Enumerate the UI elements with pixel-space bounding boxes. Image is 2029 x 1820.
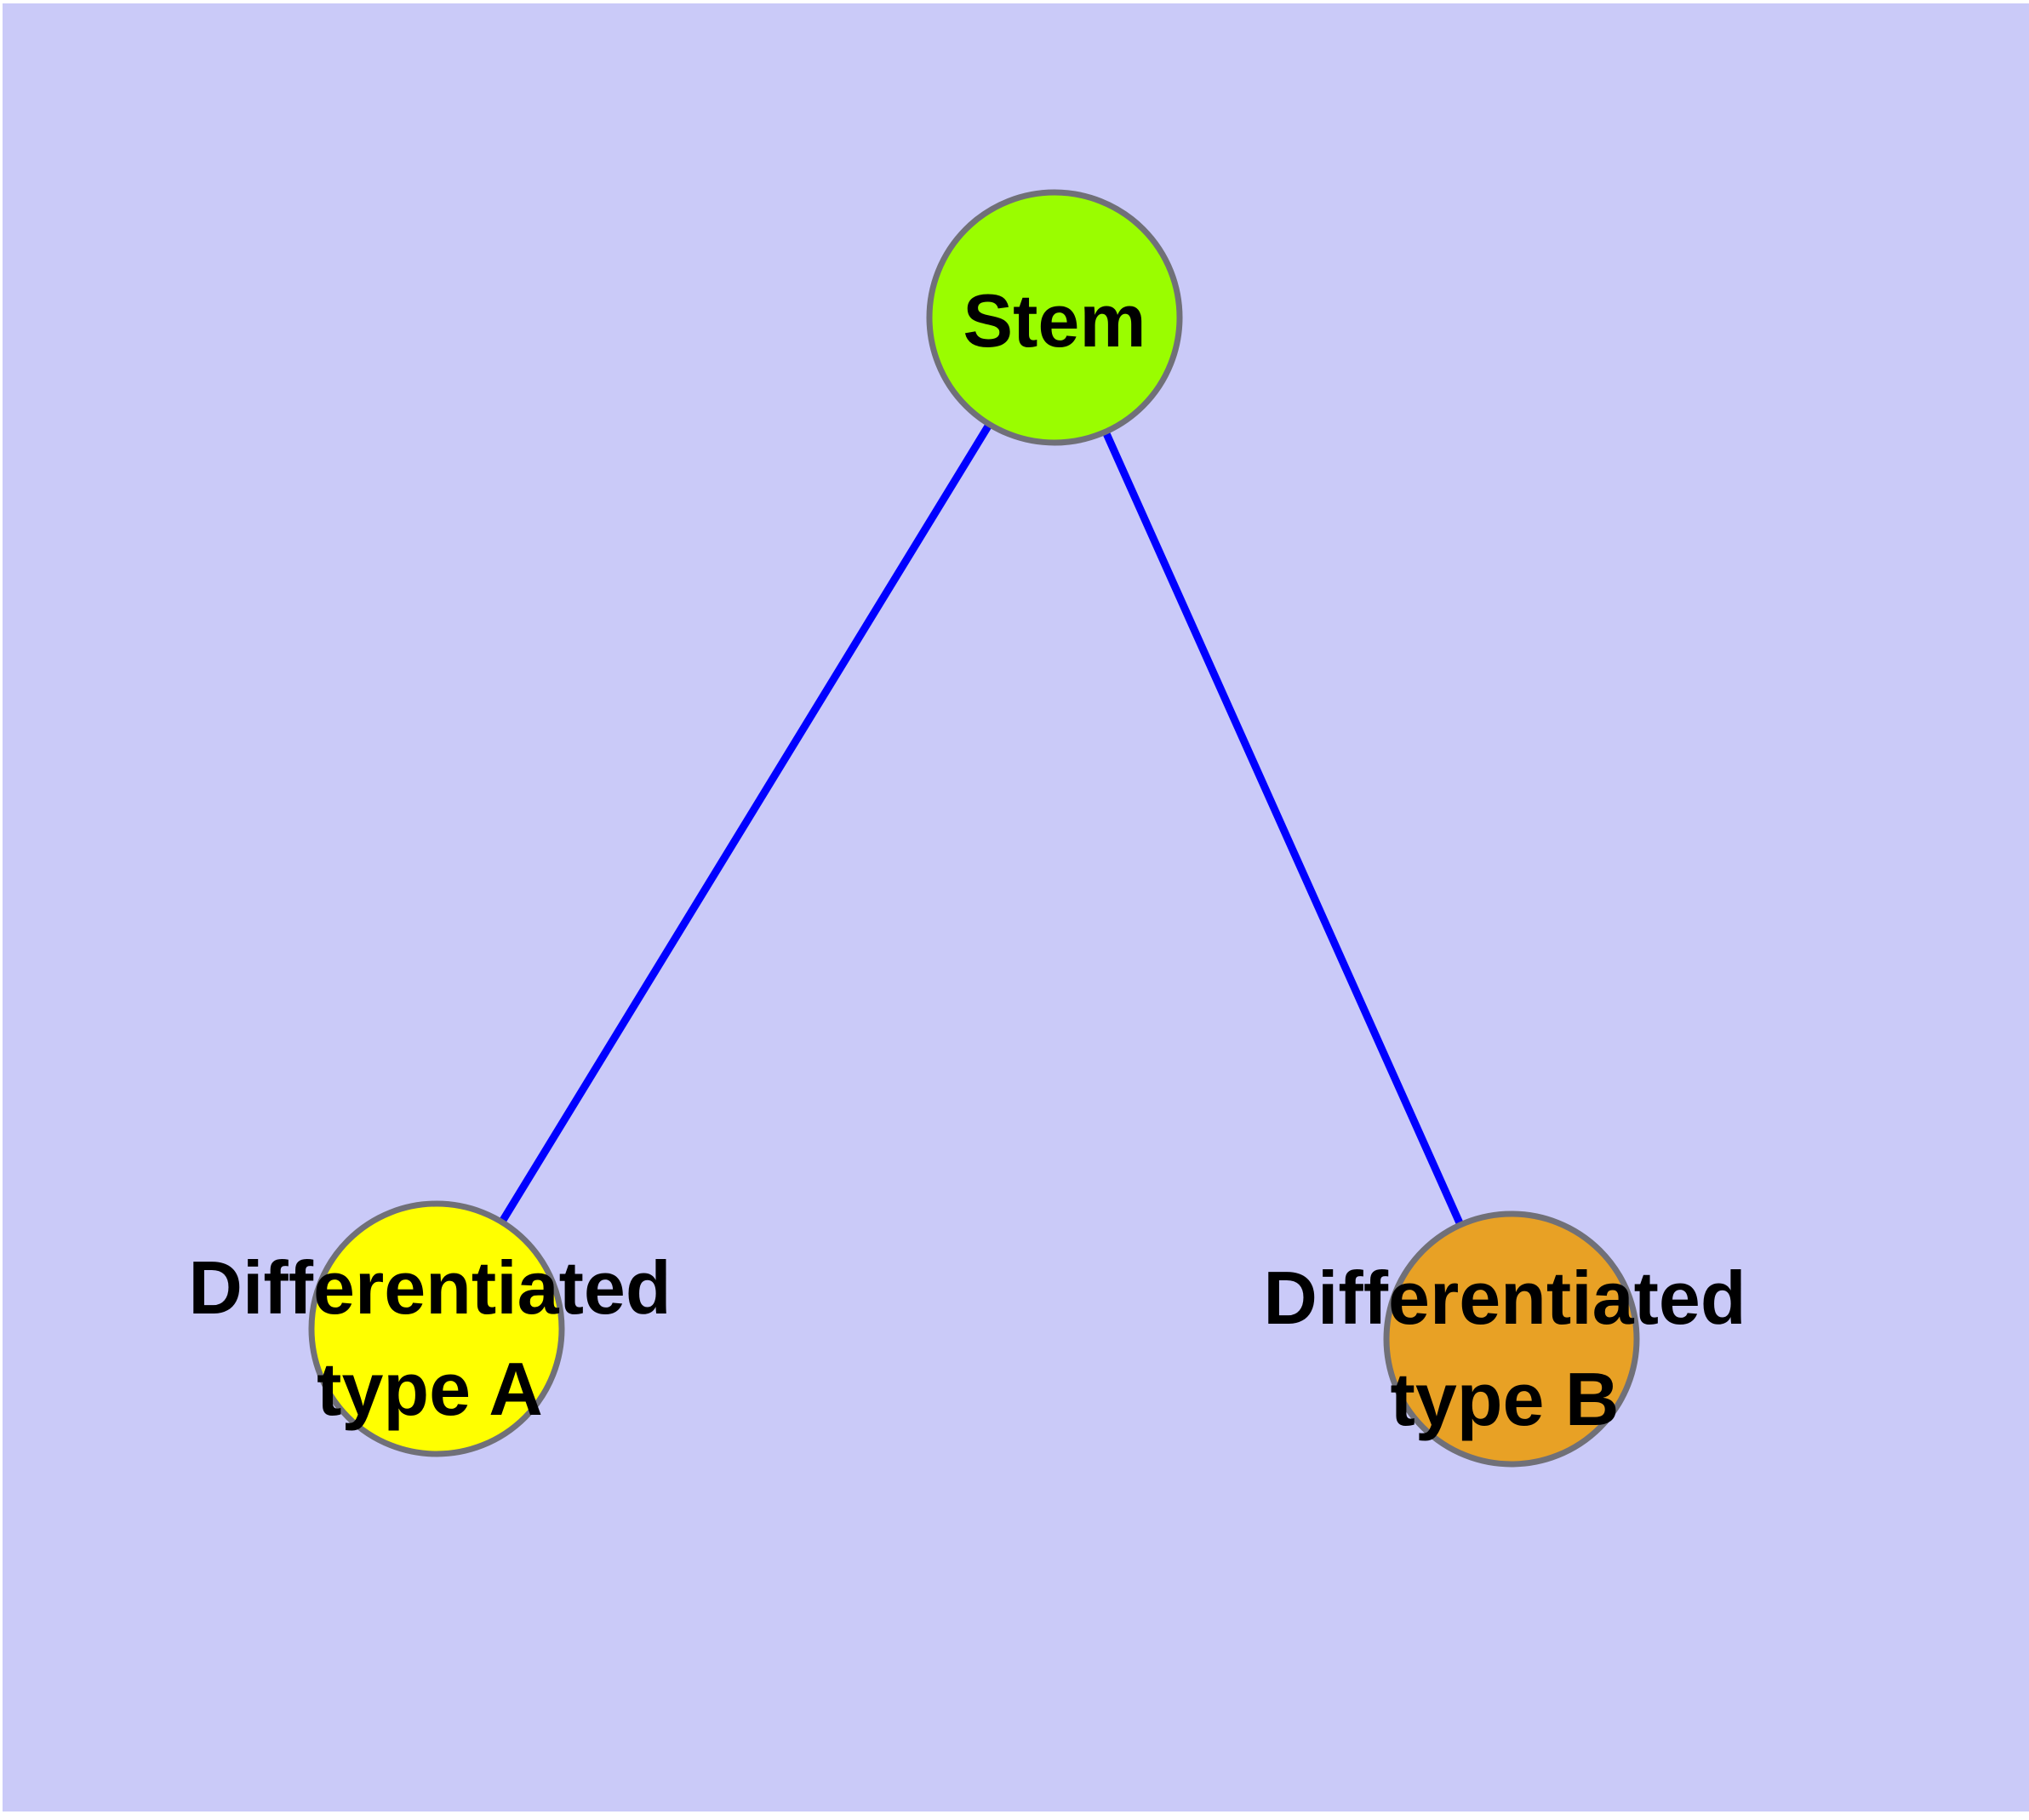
node-label-type-a-line2: type A [317, 1347, 543, 1431]
node-label-stem: Stem [963, 278, 1146, 363]
edge-stem-to-type-a [433, 315, 1058, 1331]
node-differentiated-type-b [1383, 1210, 1640, 1468]
node-label-type-b-line1: Differentiated [1263, 1256, 1746, 1340]
edge-stem-to-type-b [1050, 316, 1516, 1341]
node-label-type-a-line1: Differentiated [188, 1245, 671, 1330]
node-differentiated-type-a [308, 1200, 565, 1457]
node-label-type-b-line2: type B [1391, 1357, 1620, 1441]
node-stem [926, 189, 1183, 446]
